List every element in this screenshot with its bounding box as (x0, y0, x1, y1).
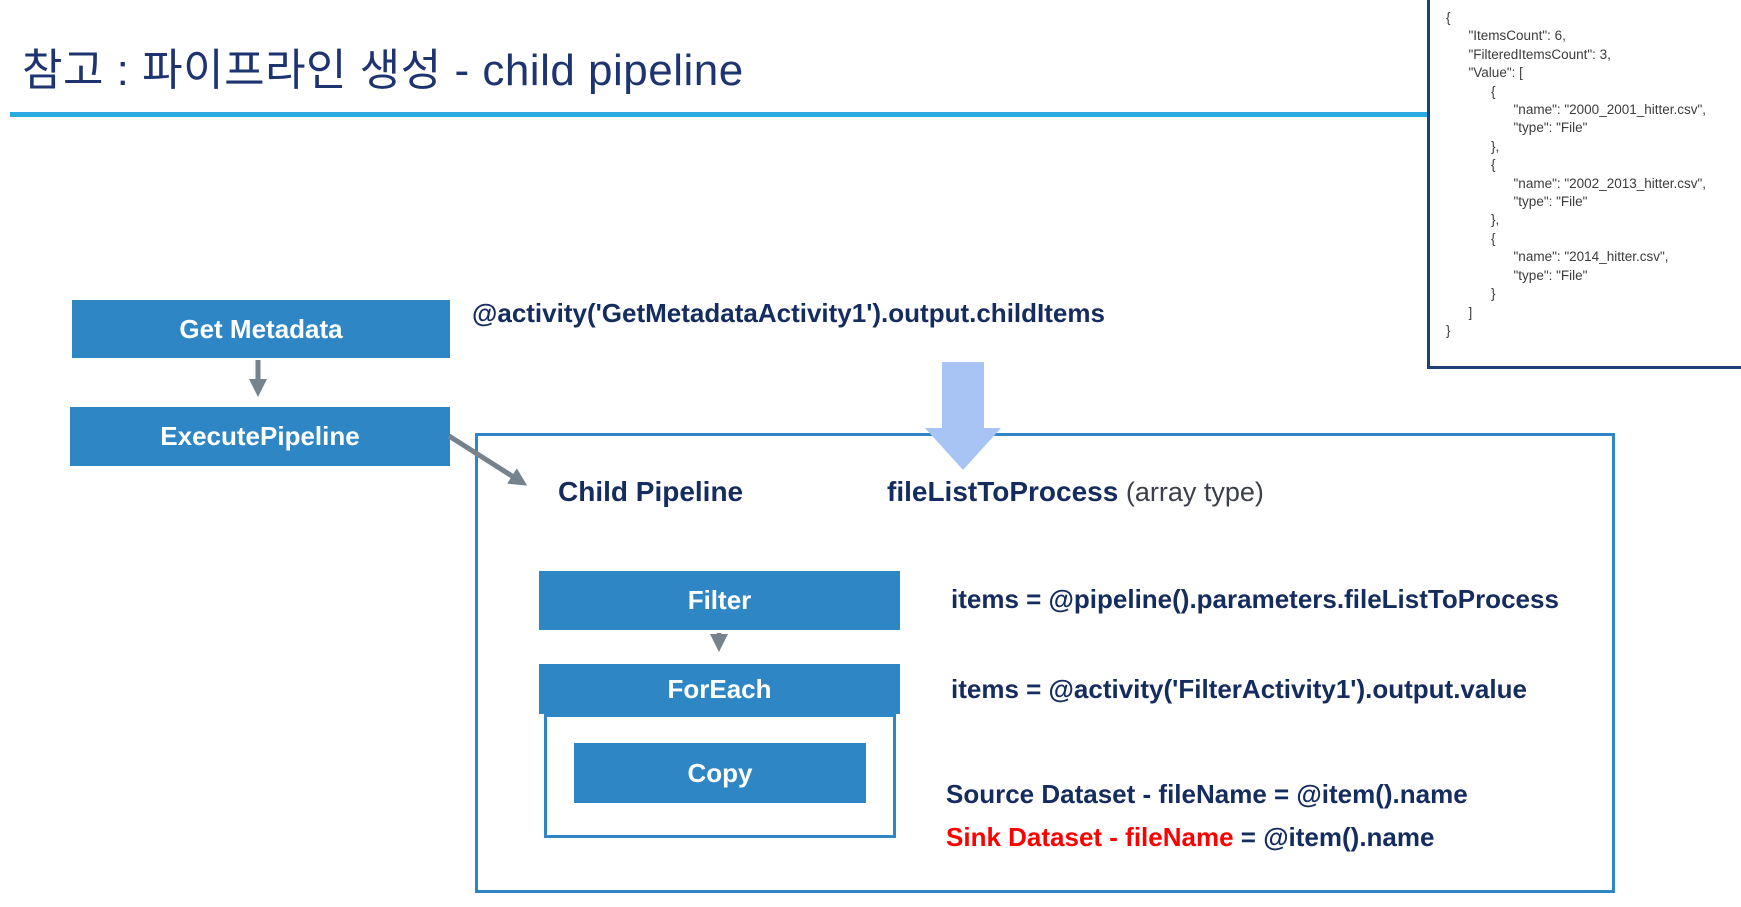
filter-expression: items = @pipeline().parameters.fileListT… (951, 584, 1559, 614)
get-metadata-label: Get Metadata (179, 313, 343, 344)
foreach-activity-box: ForEach (539, 664, 900, 714)
title-underline-rule (10, 112, 1427, 117)
json-output-code: { "ItemsCount": 6, "FilteredItemsCount":… (1446, 10, 1707, 338)
copy-activity-box: Copy (574, 743, 866, 803)
json-output-panel: { "ItemsCount": 6, "FilteredItemsCount":… (1427, 0, 1741, 369)
parameter-type: (array type) (1118, 477, 1264, 507)
parameter-line: fileListToProcess (array type) (887, 476, 1264, 508)
parameter-name: fileListToProcess (887, 476, 1119, 507)
sink-dataset-expression: Sink Dataset - fileName = @item().name (946, 822, 1434, 853)
child-pipeline-container (475, 433, 1615, 893)
child-pipeline-title: Child Pipeline (558, 476, 744, 507)
source-dataset-expression: Source Dataset - fileName = @item().name (946, 779, 1468, 809)
foreach-expression: items = @activity('FilterActivity1').out… (951, 674, 1527, 704)
get-metadata-expression: @activity('GetMetadataActivity1').output… (472, 298, 1105, 328)
filter-label: Filter (687, 585, 752, 615)
foreach-label: ForEach (667, 673, 772, 704)
filter-activity-box: Filter (539, 571, 900, 630)
page-title: 참고 : 파이프라인 생성 - child pipeline (22, 46, 744, 95)
sink-dataset-expression-rest: = @item().name (1233, 822, 1435, 852)
execute-pipeline-activity-box: ExecutePipeline (70, 407, 450, 466)
execute-pipeline-label: ExecutePipeline (160, 421, 360, 451)
get-metadata-activity-box: Get Metadata (72, 300, 450, 358)
copy-label: Copy (687, 757, 753, 788)
sink-dataset-expression-red: Sink Dataset - fileName (946, 822, 1234, 852)
